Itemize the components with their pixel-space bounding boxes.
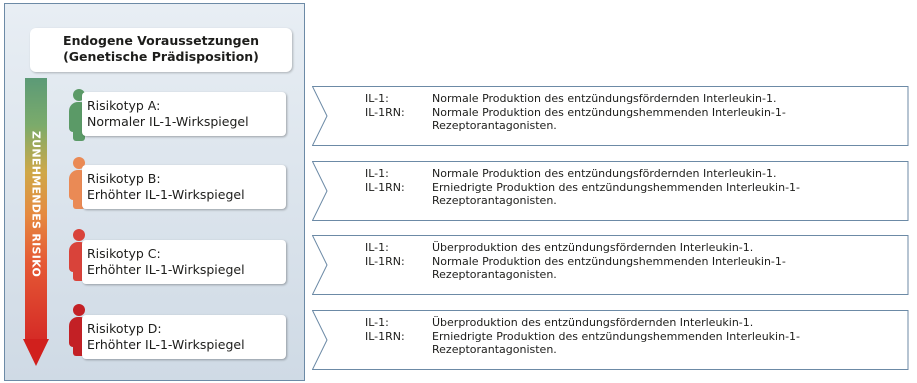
il1rn-text: Erniedrigte Produktion des entzündungshe… — [432, 180, 801, 194]
il1rn-text-cont: Rezeptorantagonisten. — [432, 268, 557, 281]
il1rn-text-cont: Rezeptorantagonisten. — [432, 343, 557, 356]
risk-type-subtitle: Erhöhter IL-1-Wirkspiegel — [87, 262, 245, 277]
il1rn-label: IL-1RN: — [365, 180, 405, 194]
detail-arrow-shape — [312, 86, 909, 146]
risk-type-subtitle: Normaler IL-1-Wirkspiegel — [87, 114, 249, 129]
arrow-label: ZUNEHMENDES RISIKO — [29, 130, 43, 278]
il1-label: IL-1: — [365, 241, 389, 254]
risk-type-title: Risikotyp D: — [87, 321, 162, 336]
detail-arrow-shape — [312, 235, 909, 295]
header-line-1: Endogene Voraussetzungen — [63, 33, 259, 48]
il1-text: Normale Produktion des entzündungsförder… — [432, 92, 777, 105]
increasing-risk-arrow: ZUNEHMENDES RISIKO — [23, 78, 49, 366]
risk-type-c-detail: IL-1: Überproduktion des entzündungsförde… — [312, 235, 912, 295]
il1-label: IL-1: — [365, 92, 389, 105]
il1-text: Überproduktion des entzündungsfördernden… — [432, 316, 754, 329]
risk-type-title: Risikotyp A: — [87, 98, 161, 113]
il1-text: Normale Produktion des entzündungsförder… — [432, 167, 777, 180]
risk-type-c-box: Risikotyp C: Erhöhter IL-1-Wirkspiegel — [82, 240, 286, 284]
risk-type-b-box: Risikotyp B: Erhöhter IL-1-Wirkspiegel — [82, 165, 286, 209]
arrow-shaft — [25, 78, 47, 340]
il1rn-text: Normale Produktion des entzündungshemmen… — [432, 254, 786, 268]
il1rn-label: IL-1RN: — [365, 105, 405, 119]
risk-type-subtitle: Erhöhter IL-1-Wirkspiegel — [87, 337, 245, 352]
risk-type-a-box: Risikotyp A: Normaler IL-1-Wirkspiegel — [82, 92, 286, 136]
risk-type-title: Risikotyp C: — [87, 246, 161, 261]
risk-type-b-detail: IL-1: Normale Produktion des entzündungsf… — [312, 161, 912, 221]
risk-type-subtitle: Erhöhter IL-1-Wirkspiegel — [87, 187, 245, 202]
il1-label: IL-1: — [365, 316, 389, 329]
il1rn-text: Normale Produktion des entzündungshemmen… — [432, 105, 786, 119]
il1rn-text-cont: Rezeptorantagonisten. — [432, 194, 557, 207]
il1rn-label: IL-1RN: — [365, 254, 405, 268]
risk-type-title: Risikotyp B: — [87, 171, 161, 186]
il1-label: IL-1: — [365, 167, 389, 180]
arrow-down-icon — [23, 339, 49, 366]
detail-arrow-shape — [312, 310, 909, 370]
detail-arrow-shape — [312, 161, 909, 221]
risk-type-d-box: Risikotyp D: Erhöhter IL-1-Wirkspiegel — [82, 315, 286, 359]
risk-type-a-detail: IL-1: Normale Produktion des entzündungsf… — [312, 86, 912, 146]
il1-text: Überproduktion des entzündungsfördernden… — [432, 241, 754, 254]
il1rn-text: Erniedrigte Produktion des entzündungshe… — [432, 329, 801, 343]
risk-type-d-detail: IL-1: Überproduktion des entzündungsförde… — [312, 310, 912, 370]
il1rn-text-cont: Rezeptorantagonisten. — [432, 119, 557, 132]
header-box: Endogene Voraussetzungen (Genetische Prä… — [30, 28, 292, 72]
il1rn-label: IL-1RN: — [365, 329, 405, 343]
header-line-2: (Genetische Prädisposition) — [63, 48, 259, 64]
